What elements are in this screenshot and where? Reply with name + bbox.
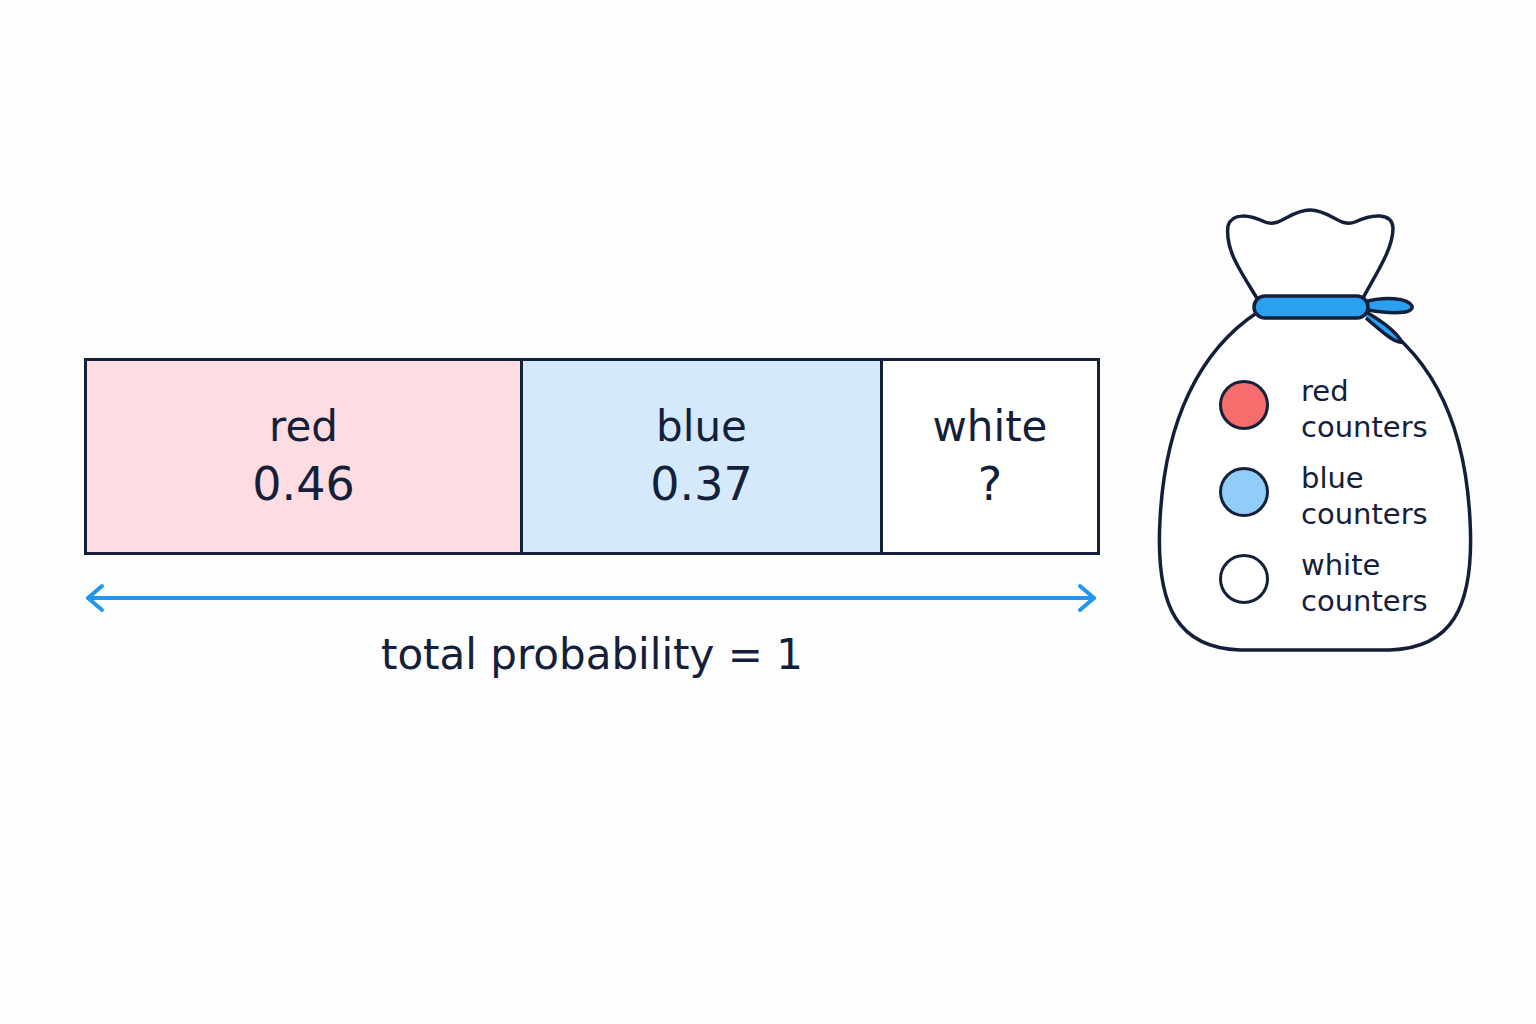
segment-probability: 0.37 [650,454,752,514]
counter-swatch [1219,554,1269,604]
counter-swatch [1219,380,1269,430]
total-label: total probability = 1 [381,630,803,679]
legend-text: white counters [1301,547,1451,619]
probability-segment: white? [880,358,1100,555]
probability-segment: blue0.37 [520,358,883,555]
total-arrow [88,586,1094,610]
segment-name: white [933,400,1048,454]
legend-text: red counters [1301,373,1451,445]
probability-segment: red0.46 [84,358,523,555]
segment-probability: 0.46 [252,454,354,514]
segment-name: blue [656,400,747,454]
segment-name: red [269,400,338,454]
legend-text: blue counters [1301,460,1451,532]
counter-bag [1159,210,1470,650]
segment-probability: ? [978,454,1002,514]
counter-swatch [1219,467,1269,517]
